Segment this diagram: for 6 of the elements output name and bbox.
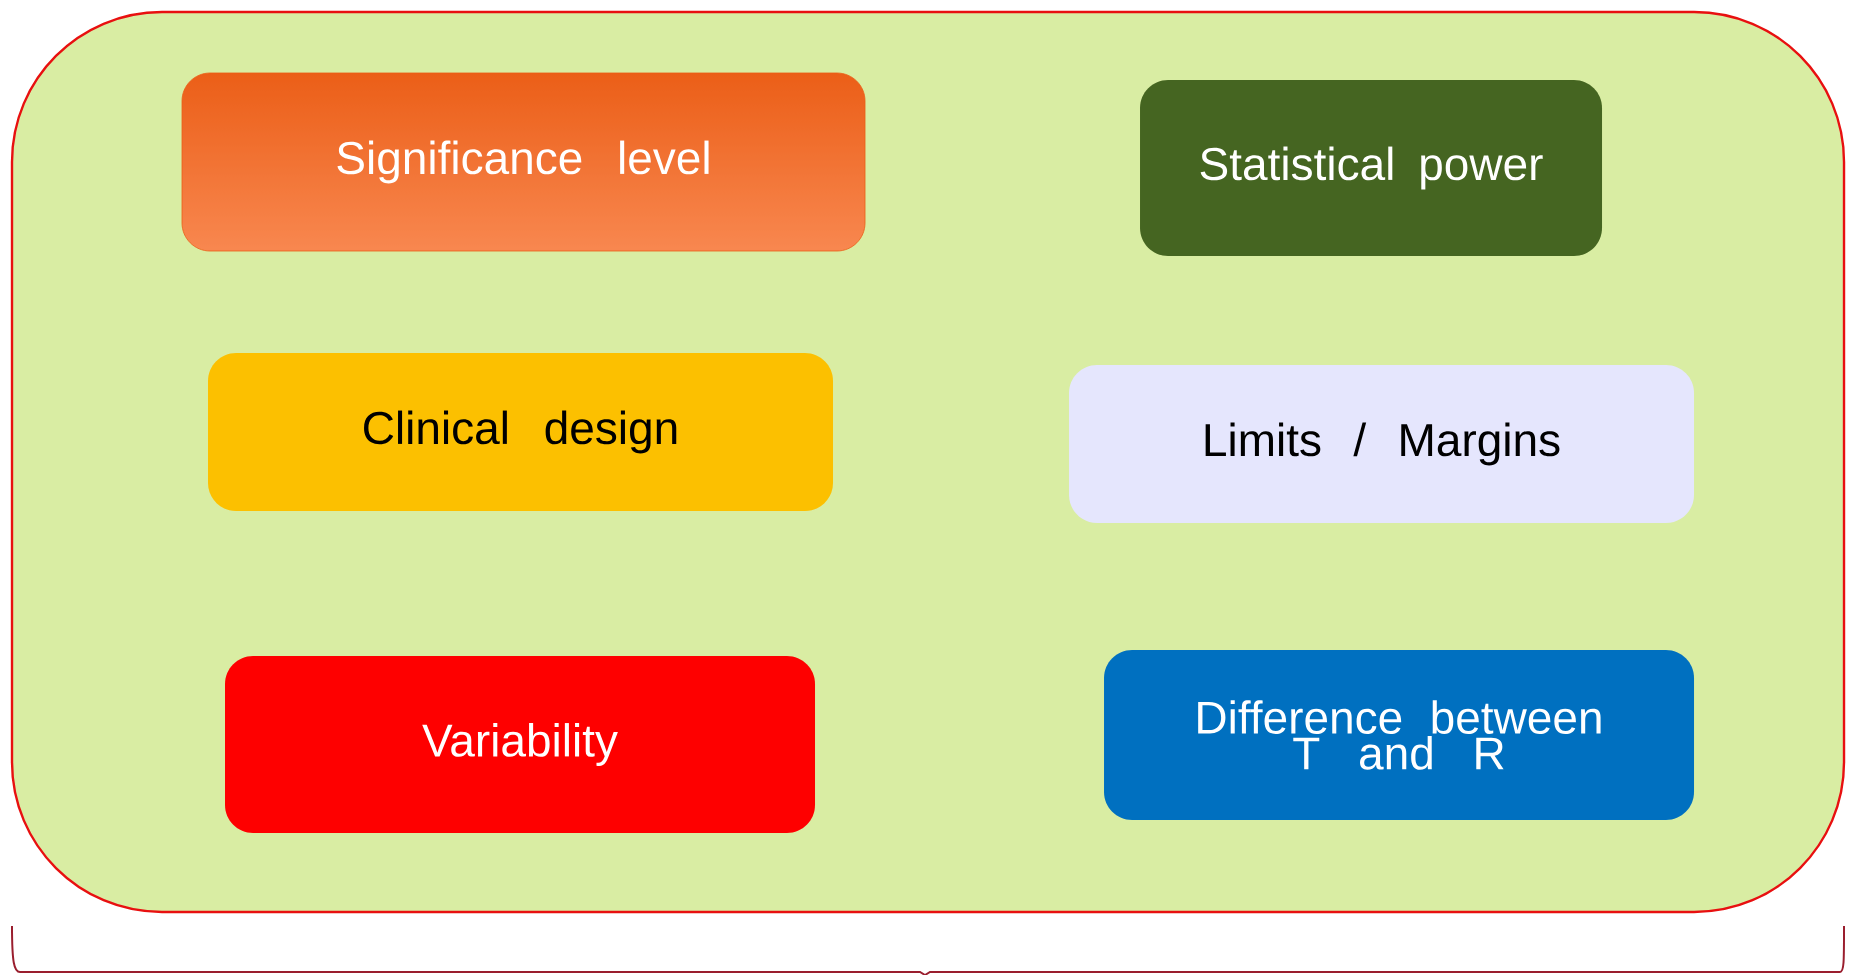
label-box: Limits / Margins	[1069, 365, 1695, 523]
label-box: Statistical power	[1140, 80, 1603, 256]
label-box: Variability	[225, 656, 815, 833]
label-box: Clinical design	[208, 353, 833, 511]
label-box: Significance level	[181, 72, 866, 252]
label-box: Difference between T and R	[1104, 650, 1695, 820]
